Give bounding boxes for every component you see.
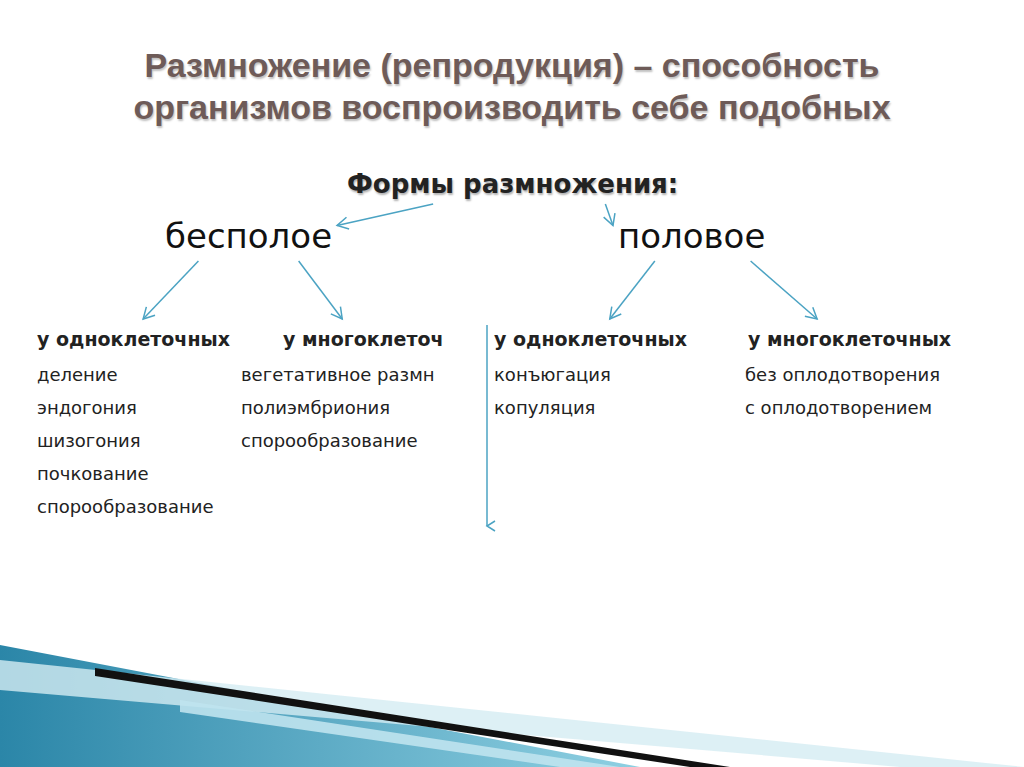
method-column: у многоклеточных без оплодотворенияс опло…: [745, 324, 951, 424]
light-band: [0, 660, 1024, 767]
method-item: почкование: [37, 457, 230, 490]
slide-title: Размножение (репродукция) – способность …: [82, 44, 942, 128]
category-label: бесполое: [165, 215, 332, 257]
method-item: спорообразование: [37, 490, 230, 523]
method-item: без оплодотворения: [745, 358, 951, 391]
branch-arrow: [337, 204, 433, 226]
branch-arrow: [299, 261, 343, 319]
branch-arrow: [143, 261, 198, 319]
node-text: половое: [618, 215, 765, 257]
method-column: у одноклеточных конъюгациякопуляция: [494, 324, 687, 424]
method-item: конъюгация: [494, 358, 687, 391]
column-heading: у одноклеточных: [37, 324, 230, 354]
branch-arrow: [605, 204, 613, 226]
method-item: копуляция: [494, 391, 687, 424]
column-heading: у многоклеточ: [283, 324, 444, 354]
method-item: деление: [37, 358, 230, 391]
dark-stripe: [95, 668, 730, 767]
column-heading: у одноклеточных: [494, 324, 687, 354]
method-item: шизогония: [37, 424, 230, 457]
column-heading: у многоклеточных: [748, 324, 951, 354]
forms-heading: Формы размножения:: [347, 168, 678, 200]
category-label: половое: [618, 215, 765, 257]
branch-arrow: [751, 261, 818, 319]
divider-arrow: [486, 325, 488, 526]
method-item: с оплодотворением: [745, 391, 951, 424]
light-stripe: [180, 700, 620, 767]
method-item: спорообразование: [241, 424, 444, 457]
method-column: у многоклеточ вегетативное размнполиэмбри…: [241, 324, 444, 457]
method-item: полиэмбриония: [241, 391, 444, 424]
branch-arrow: [610, 261, 655, 319]
node-text: бесполое: [165, 215, 332, 257]
node-text: Формы размножения:: [347, 168, 678, 200]
method-item: эндогония: [37, 391, 230, 424]
method-column: у одноклеточных делениеэндогонияшизогония…: [37, 324, 230, 523]
method-item: вегетативное размн: [241, 358, 444, 391]
